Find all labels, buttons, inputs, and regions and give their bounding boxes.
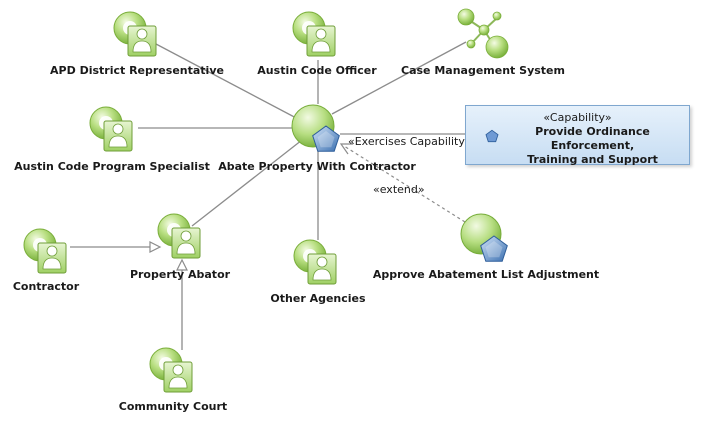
usecase-approve-abatement-list-adjustment[interactable]: Approve Abatement List Adjustment bbox=[373, 213, 599, 281]
generalization-arrowhead bbox=[149, 241, 162, 253]
capability-title-line-1: Provide Ordinance Enforcement, bbox=[535, 125, 650, 152]
actor-austin-code-program-specialist[interactable]: Austin Code Program Specialist bbox=[14, 106, 210, 173]
actor-contractor[interactable]: Contractor bbox=[13, 228, 80, 293]
molecule-icon bbox=[457, 8, 509, 59]
edge-label-exercises-capability: «Exercises Capability» bbox=[348, 135, 471, 148]
capability-box[interactable]: «Capability» Provide Ordinance Enforceme… bbox=[465, 105, 690, 167]
usecase-abate-property-with-contractor[interactable]: Abate Property With Contractor bbox=[218, 104, 416, 173]
association-lines bbox=[70, 41, 467, 350]
usecase-label-abate-property: Abate Property With Contractor bbox=[218, 160, 416, 173]
actor-community-court[interactable]: Community Court bbox=[119, 347, 227, 413]
system-label-case-management: Case Management System bbox=[401, 64, 565, 77]
capability-pentagon-icon-small bbox=[485, 129, 499, 143]
actor-label-property-abator: Property Abator bbox=[130, 268, 231, 281]
actor-label-program-specialist: Austin Code Program Specialist bbox=[14, 160, 210, 173]
actor-label-other-agencies: Other Agencies bbox=[270, 292, 366, 305]
capability-stereotype: «Capability» bbox=[543, 111, 612, 124]
edge-apd-representative bbox=[155, 43, 301, 121]
actor-property-abator[interactable]: Property Abator bbox=[130, 213, 231, 281]
actor-apd-district-representative[interactable]: APD District Representative bbox=[50, 11, 224, 77]
edge-label-extend: «extend» bbox=[373, 183, 425, 196]
capability-title: Provide Ordinance Enforcement, Training … bbox=[496, 125, 689, 167]
actor-austin-code-officer[interactable]: Austin Code Officer bbox=[257, 11, 377, 77]
generalization-arrowhead-2 bbox=[176, 258, 188, 271]
extend-arrowhead bbox=[339, 143, 353, 155]
edge-property-abator bbox=[191, 139, 303, 227]
actor-label-community-court: Community Court bbox=[119, 400, 227, 413]
edge-case-management-system bbox=[331, 41, 467, 115]
capability-title-line-2: Training and Support bbox=[527, 153, 658, 166]
actor-label-contractor: Contractor bbox=[13, 280, 80, 293]
actor-label-austin-code-officer: Austin Code Officer bbox=[257, 64, 377, 77]
actor-other-agencies[interactable]: Other Agencies bbox=[270, 239, 366, 305]
system-case-management[interactable]: Case Management System bbox=[401, 8, 565, 77]
actor-label-apd: APD District Representative bbox=[50, 64, 224, 77]
usecase-label-approve-abatement: Approve Abatement List Adjustment bbox=[373, 268, 599, 281]
